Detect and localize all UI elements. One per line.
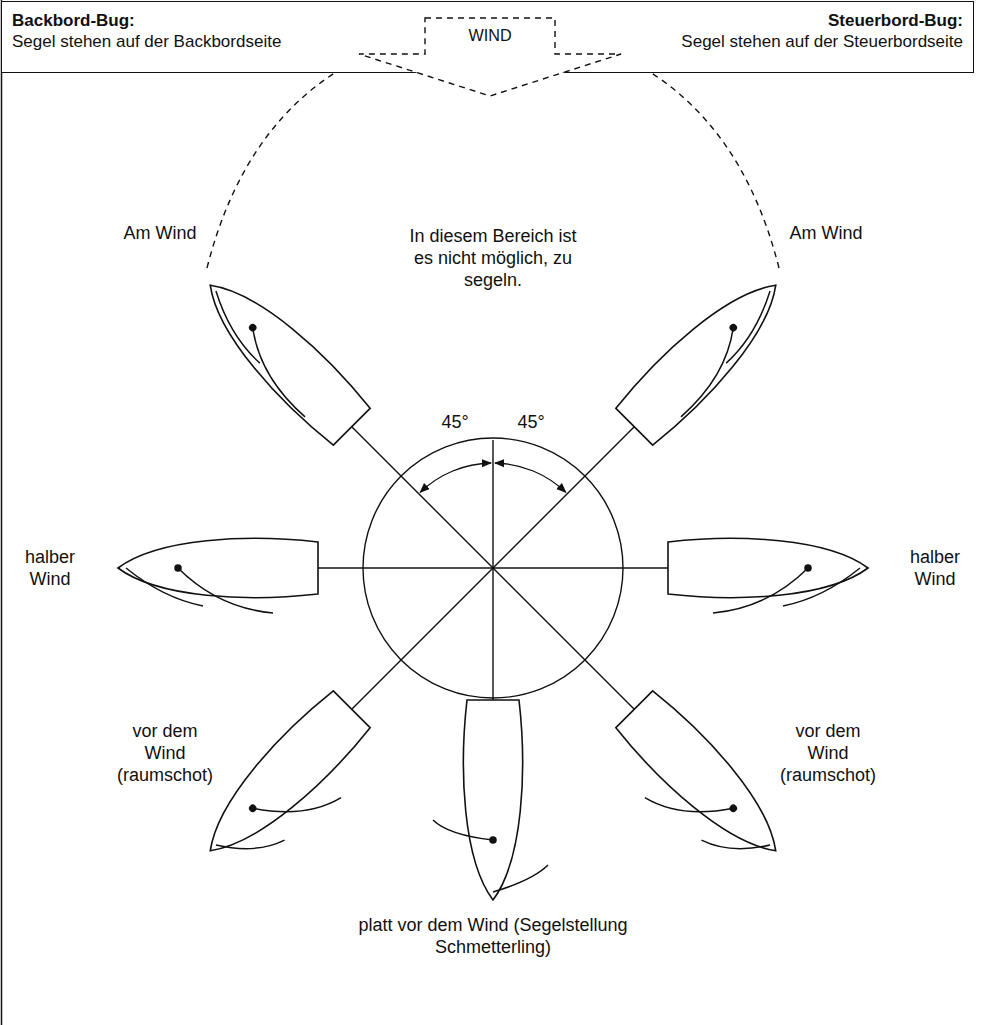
note-text: In diesem Bereich ist es nicht möglich, … bbox=[409, 226, 576, 290]
course-label: Am Wind bbox=[100, 222, 220, 244]
course-label: halber Wind bbox=[14, 546, 86, 590]
course-label: Am Wind bbox=[766, 222, 886, 244]
dashed-sector-arc bbox=[207, 60, 357, 268]
label-holder: In diesem Bereich ist es nicht möglich, … bbox=[404, 225, 582, 291]
boat-beam-reach bbox=[118, 538, 318, 613]
course-label: platt vor dem Wind (Segelstellung Schmet… bbox=[353, 914, 633, 958]
node-text: Segel stehen auf der Backbordseite bbox=[12, 31, 496, 52]
boat-running-wing-on-wing bbox=[433, 700, 548, 900]
node-heading: Steuerbord-Bug: bbox=[828, 10, 963, 31]
angle-arc bbox=[495, 463, 566, 492]
angle-arc bbox=[420, 463, 491, 492]
boat-beam-reach bbox=[668, 538, 868, 613]
label-holder: 45° bbox=[509, 411, 553, 433]
label-holder: 45° bbox=[433, 411, 477, 433]
angle-label: 45° bbox=[441, 412, 468, 432]
angle-label: 45° bbox=[517, 412, 544, 432]
node-heading: WIND bbox=[357, 25, 623, 45]
node-heading: Backbord-Bug: bbox=[12, 10, 496, 31]
course-label: vor dem Wind (raumschot) bbox=[110, 720, 220, 786]
boat-close-hauled bbox=[189, 264, 372, 447]
dashed-sector-arc bbox=[629, 60, 779, 268]
course-label: vor dem Wind (raumschot) bbox=[773, 720, 883, 786]
wind-arrow: WIND bbox=[357, 16, 623, 98]
node-text: Segel stehen auf der Steuerbordseite bbox=[681, 31, 963, 52]
course-label: halber Wind bbox=[899, 546, 971, 590]
frame-line bbox=[1, 0, 3, 1025]
boat-close-hauled bbox=[613, 264, 796, 447]
boat-broad-reach bbox=[189, 688, 390, 889]
boat-broad-reach bbox=[595, 688, 796, 889]
